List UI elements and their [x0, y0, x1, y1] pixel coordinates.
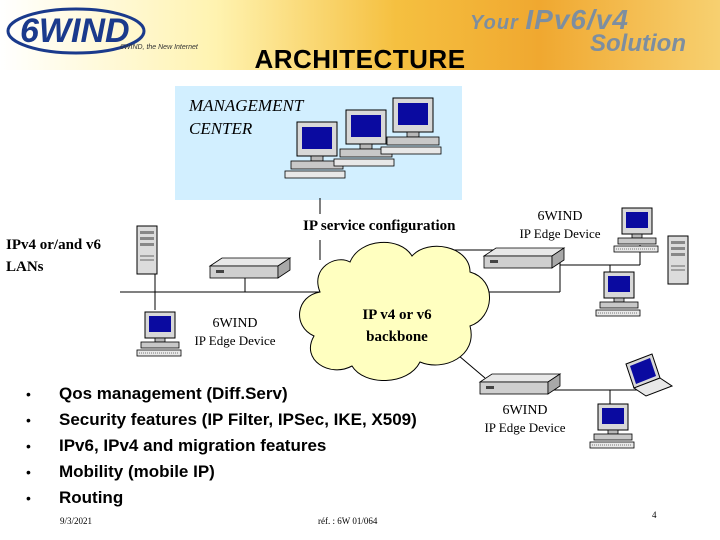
service-config-label: IP service configuration [303, 218, 456, 234]
management-workstation-icon [284, 121, 346, 179]
edge-device-name: 6WIND [502, 403, 548, 418]
brand-tagline: 6WIND, the New Internet [120, 44, 198, 51]
backbone-cloud [299, 242, 490, 381]
edge-device-left-label: 6WIND IP Edge Device [185, 315, 285, 349]
remote-workstation-icon [589, 403, 635, 449]
lan-server-icon [136, 225, 158, 275]
remote-workstation-icon [595, 271, 641, 317]
remote-server-icon [667, 235, 689, 285]
edge-device-desc: IP Edge Device [194, 333, 276, 348]
feature-item: Routing [26, 485, 417, 511]
edge-device-top-right-label: 6WIND IP Edge Device [510, 208, 610, 242]
edge-device-desc: IP Edge Device [519, 226, 601, 241]
edge-device-name: 6WIND [537, 209, 583, 224]
page-number: 4 [652, 510, 657, 520]
edge-device-desc: IP Edge Device [484, 420, 566, 435]
feature-item: Mobility (mobile IP) [26, 459, 417, 485]
backbone-label: IP v4 or v6 backbone [362, 307, 432, 345]
6wind-logo: 6WIND [6, 7, 146, 55]
management-workstation-icon [380, 97, 442, 155]
slogan: Your IPv6/v4 Solution [470, 4, 686, 58]
slogan-main: IPv6/v4 [525, 4, 629, 35]
footer-reference: réf. : 6W 01/064 [318, 516, 378, 526]
edge-router-bottom-right-icon [479, 373, 561, 395]
feature-list: Qos management (Diff.Serv) Security feat… [26, 381, 417, 511]
feature-item: Qos management (Diff.Serv) [26, 381, 417, 407]
page-title: ARCHITECTURE [254, 44, 466, 74]
lan-workstation-icon [136, 311, 182, 357]
slogan-solution: Solution [590, 30, 686, 57]
edge-device-bottom-right-label: 6WIND IP Edge Device [475, 402, 575, 436]
remote-workstation-icon [613, 207, 659, 253]
edge-router-top-right-icon [483, 247, 565, 269]
header-banner [0, 0, 720, 70]
edge-device-name: 6WIND [212, 316, 258, 331]
management-center-label: MANAGEMENT CENTER [189, 96, 303, 138]
slogan-prefix: Your [470, 12, 526, 34]
lans-label: IPv4 or/and v6 LANs [6, 237, 102, 275]
feature-item: IPv6, IPv4 and migration features [26, 433, 417, 459]
feature-item: Security features (IP Filter, IPSec, IKE… [26, 407, 417, 433]
svg-text:6WIND: 6WIND [20, 12, 130, 50]
edge-router-left-icon [209, 257, 291, 279]
management-workstation-icon [333, 109, 395, 167]
footer-date: 9/3/2021 [60, 516, 93, 526]
